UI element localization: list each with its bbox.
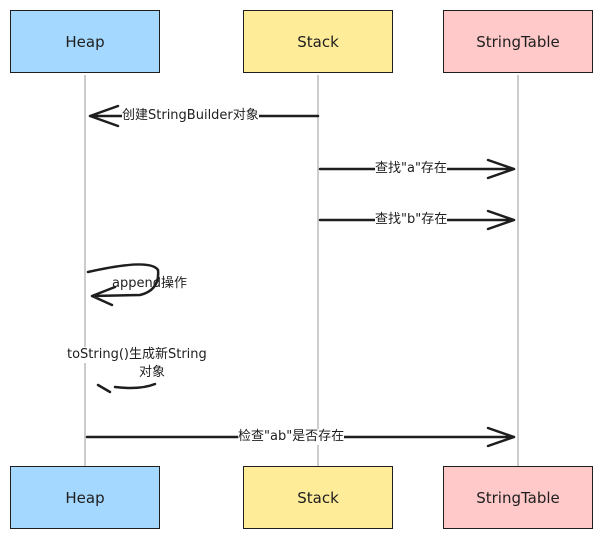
- arrow-tostring: [96, 382, 157, 394]
- message-label: 检查"ab"是否存在: [238, 429, 345, 445]
- message-label: toString()生成新String: [67, 347, 207, 363]
- message-label: 查找"a"存在: [375, 161, 447, 177]
- participant-heap-top: Heap: [10, 10, 160, 73]
- participant-heap-bottom: Heap: [10, 466, 160, 529]
- participant-stack-bottom: Stack: [243, 466, 393, 529]
- arrow-append: [86, 263, 160, 307]
- participant-stack-top: Stack: [243, 10, 393, 73]
- message-label: append操作: [112, 276, 187, 291]
- participant-stringtable-top: StringTable: [443, 10, 593, 73]
- message-label: 对象: [139, 365, 166, 381]
- participant-stringtable-bottom: StringTable: [443, 466, 593, 529]
- message-label: 查找"b"存在: [375, 212, 448, 228]
- message-label: 创建StringBuilder对象: [122, 108, 259, 124]
